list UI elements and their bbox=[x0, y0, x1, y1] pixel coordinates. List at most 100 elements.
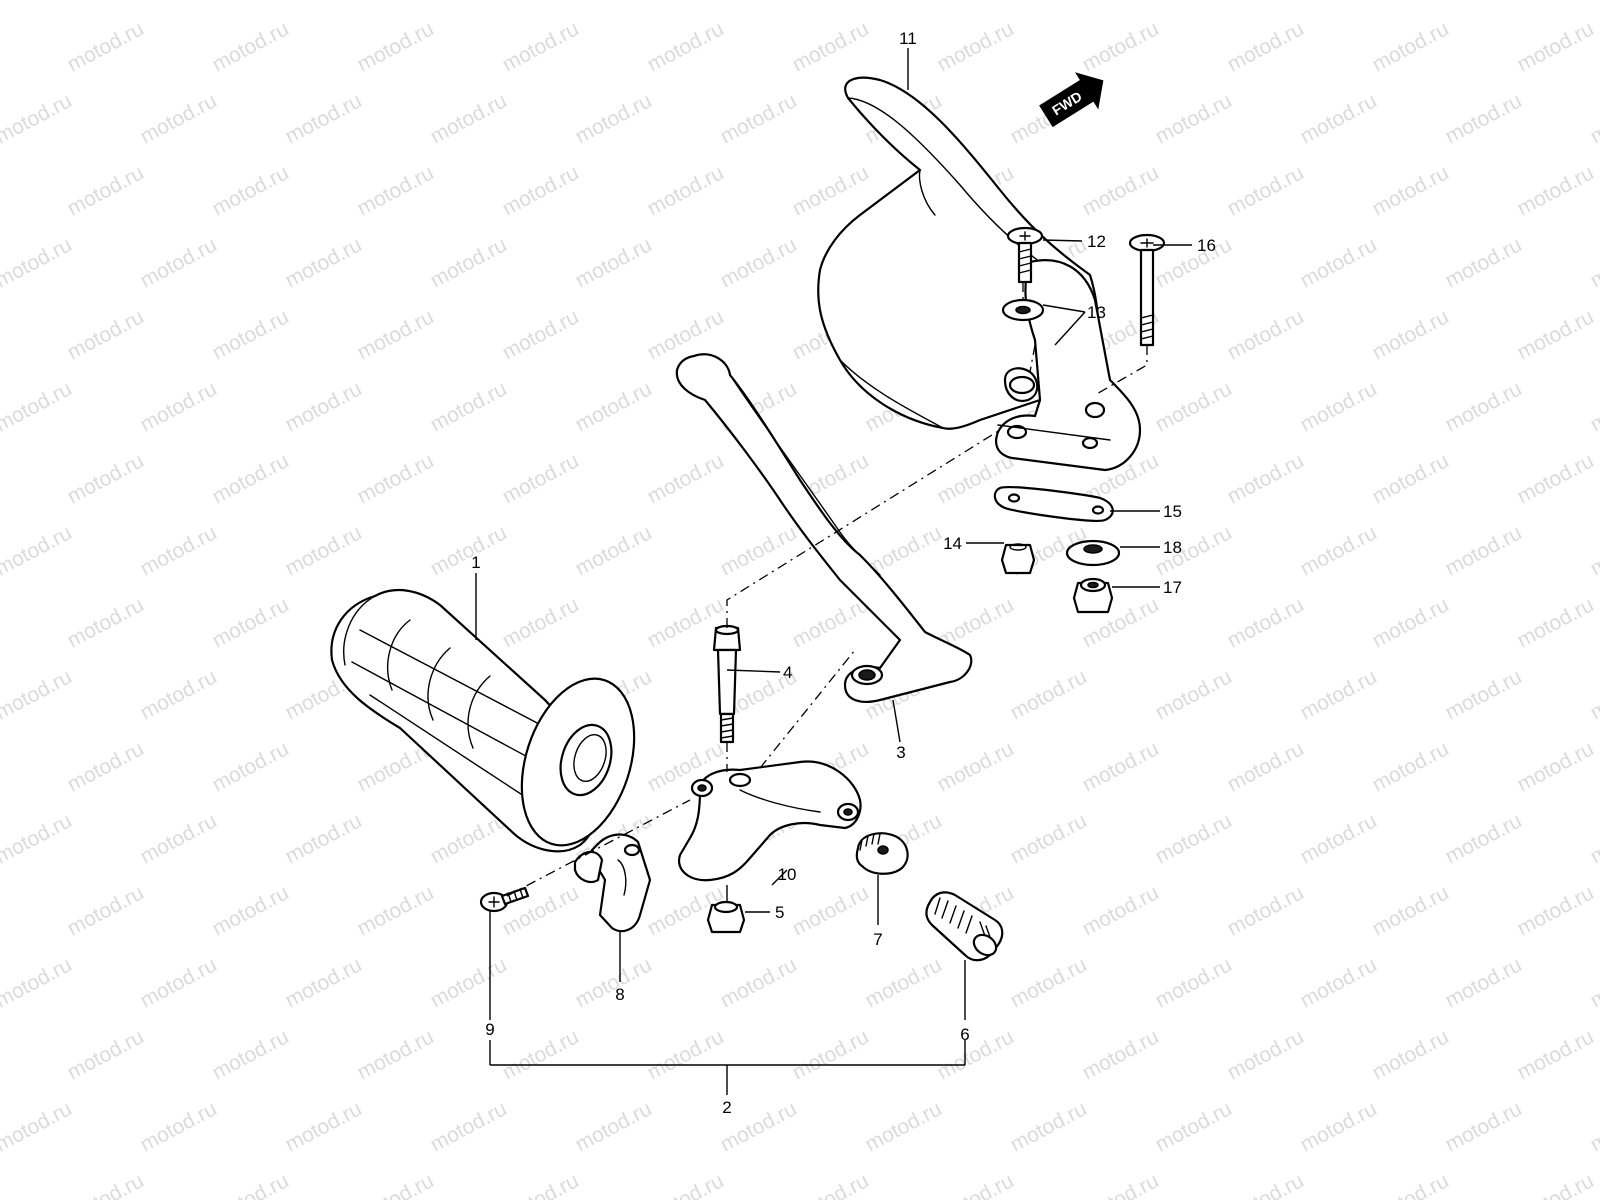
watermark-text: motod.ru bbox=[137, 0, 221, 4]
nut-7 bbox=[855, 832, 909, 875]
callout-17: 17 bbox=[1163, 578, 1182, 597]
screw-12 bbox=[1006, 226, 1044, 284]
watermark-text: motod.ru bbox=[717, 0, 801, 4]
watermark-text: motod.ru bbox=[1587, 1097, 1600, 1156]
callout-12: 12 bbox=[1087, 232, 1106, 251]
watermark-text: motod.ru bbox=[1297, 665, 1381, 724]
watermark-text: motod.ru bbox=[572, 0, 656, 4]
watermark-text: motod.ru bbox=[137, 1097, 221, 1156]
screw-16 bbox=[1128, 233, 1166, 347]
watermark-text: motod.ru bbox=[1587, 665, 1600, 724]
watermark-text: motod.ru bbox=[717, 521, 801, 580]
watermark-text: motod.ru bbox=[1224, 17, 1308, 76]
watermark-text: motod.ru bbox=[1442, 233, 1526, 292]
watermark-text: motod.ru bbox=[1369, 1025, 1453, 1084]
leader-lines bbox=[475, 48, 1192, 1095]
watermark-text: motod.ru bbox=[644, 449, 728, 508]
watermark-text: motod.ru bbox=[1224, 305, 1308, 364]
watermark-text: motod.ru bbox=[282, 377, 366, 436]
watermark-text: motod.ru bbox=[64, 17, 148, 76]
watermark-text: motod.ru bbox=[0, 0, 76, 4]
callout-16: 16 bbox=[1197, 236, 1216, 255]
watermark-text: motod.ru bbox=[1514, 881, 1598, 940]
watermark-text: motod.ru bbox=[1369, 1169, 1453, 1200]
watermark-text: motod.ru bbox=[354, 449, 438, 508]
watermark-text: motod.ru bbox=[1152, 1097, 1236, 1156]
watermark-text: motod.ru bbox=[1224, 593, 1308, 652]
watermark-text: motod.ru bbox=[282, 953, 366, 1012]
watermark-text: motod.ru bbox=[209, 737, 293, 796]
watermark-text: motod.ru bbox=[1152, 665, 1236, 724]
watermark-text: motod.ru bbox=[1152, 377, 1236, 436]
watermark-text: motod.ru bbox=[572, 1097, 656, 1156]
watermark-text: motod.ru bbox=[1079, 737, 1163, 796]
callout-8: 8 bbox=[615, 985, 624, 1004]
watermark-text: motod.ru bbox=[209, 1169, 293, 1200]
watermark-text: motod.ru bbox=[282, 521, 366, 580]
watermark-text: motod.ru bbox=[1297, 377, 1381, 436]
watermark-text: motod.ru bbox=[354, 1169, 438, 1200]
watermark-text: motod.ru bbox=[282, 1097, 366, 1156]
watermark-text: motod.ru bbox=[0, 1097, 76, 1156]
watermark-text: motod.ru bbox=[717, 233, 801, 292]
watermark-text: motod.ru bbox=[354, 17, 438, 76]
watermark-text: motod.ru bbox=[862, 1097, 946, 1156]
watermark-text: motod.ru bbox=[1442, 809, 1526, 868]
watermark-text: motod.ru bbox=[427, 0, 511, 4]
watermark-text: motod.ru bbox=[1442, 1097, 1526, 1156]
watermark-text: motod.ru bbox=[862, 953, 946, 1012]
watermark-text: motod.ru bbox=[0, 17, 3, 76]
watermark-text: motod.ru bbox=[1587, 89, 1600, 148]
watermark-text: motod.ru bbox=[499, 1169, 583, 1200]
watermark-text: motod.ru bbox=[1079, 881, 1163, 940]
watermark-text: motod.ru bbox=[644, 1169, 728, 1200]
callout-3: 3 bbox=[896, 743, 905, 762]
callout-18: 18 bbox=[1163, 538, 1182, 557]
watermark-text: motod.ru bbox=[644, 17, 728, 76]
watermark-text: motod.ru bbox=[1442, 0, 1526, 4]
watermark-text: motod.ru bbox=[1297, 0, 1381, 4]
watermark-text: motod.ru bbox=[354, 305, 438, 364]
watermark-text: motod.ru bbox=[209, 1025, 293, 1084]
watermark-text: motod.ru bbox=[64, 161, 148, 220]
watermark-text: motod.ru bbox=[1369, 161, 1453, 220]
watermark-text: motod.ru bbox=[1514, 593, 1598, 652]
watermark-text: motod.ru bbox=[354, 881, 438, 940]
watermark-text: motod.ru bbox=[1152, 953, 1236, 1012]
watermark-text: motod.ru bbox=[644, 1025, 728, 1084]
watermark-text: motod.ru bbox=[934, 737, 1018, 796]
watermark-text: motod.ru bbox=[137, 521, 221, 580]
watermark-text: motod.ru bbox=[717, 953, 801, 1012]
watermark-text: motod.ru bbox=[0, 161, 3, 220]
watermark-text: motod.ru bbox=[0, 89, 76, 148]
watermark-text: motod.ru bbox=[1007, 0, 1091, 4]
watermark-text: motod.ru bbox=[209, 17, 293, 76]
watermark-text: motod.ru bbox=[1224, 449, 1308, 508]
watermark-text: motod.ru bbox=[209, 449, 293, 508]
watermark-text: motod.ru bbox=[1514, 1169, 1598, 1200]
watermark-text: motod.ru bbox=[209, 593, 293, 652]
watermark-text: motod.ru bbox=[282, 809, 366, 868]
watermark-text: motod.ru bbox=[1587, 233, 1600, 292]
watermark-text: motod.ru bbox=[1079, 1169, 1163, 1200]
watermark-text: motod.ru bbox=[137, 89, 221, 148]
watermark-text: motod.ru bbox=[789, 1169, 873, 1200]
watermark-text: motod.ru bbox=[1079, 161, 1163, 220]
watermark-text: motod.ru bbox=[64, 1025, 148, 1084]
grip-1 bbox=[330, 589, 636, 853]
watermark-text: motod.ru bbox=[1442, 953, 1526, 1012]
watermark-text: motod.ru bbox=[137, 377, 221, 436]
callout-14: 14 bbox=[943, 534, 962, 553]
callout-11: 11 bbox=[899, 29, 917, 48]
watermark-text: motod.ru bbox=[1297, 233, 1381, 292]
watermark-text: motod.ru bbox=[64, 593, 148, 652]
watermark-text: motod.ru bbox=[1369, 737, 1453, 796]
watermark-text: motod.ru bbox=[1369, 593, 1453, 652]
watermark-text: motod.ru bbox=[1514, 737, 1598, 796]
watermark-text: motod.ru bbox=[1297, 1097, 1381, 1156]
watermark-text: motod.ru bbox=[499, 305, 583, 364]
watermark-text: motod.ru bbox=[1587, 953, 1600, 1012]
watermark-text: motod.ru bbox=[427, 953, 511, 1012]
watermark-text: motod.ru bbox=[789, 593, 873, 652]
